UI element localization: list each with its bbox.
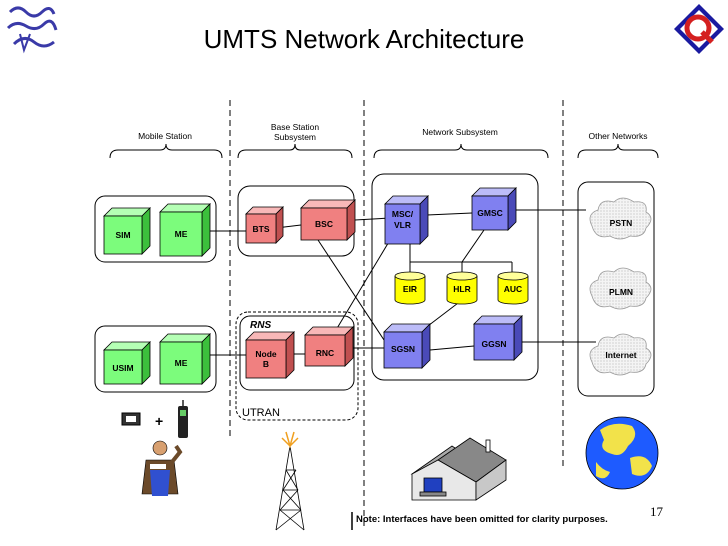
person-icon (141, 440, 183, 496)
msc-label-line1: MSC/ (391, 209, 414, 219)
plmn-label: PLMN (608, 287, 634, 297)
me-bottom-label: ME (174, 358, 188, 368)
other-networks-label: Other Networks (588, 131, 648, 141)
page-title: UMTS Network Architecture (203, 24, 525, 54)
pstn-label: PSTN (609, 218, 633, 228)
mobile-phone-icon (178, 400, 188, 438)
node-b-label-line1: Node (255, 349, 277, 359)
hlr-label: HLR (453, 284, 471, 294)
sgsn-label: SGSN (390, 344, 416, 354)
green-cubes (103, 203, 211, 385)
quality-logo (672, 2, 726, 56)
sim-label: SIM (115, 230, 131, 240)
yellow-cylinders (394, 271, 529, 305)
mobile-station-label: Mobile Station (138, 131, 192, 141)
network-subsystem-label: Network Subsystem (422, 127, 498, 137)
plus-sign: + (155, 413, 164, 429)
ggsn-label: GGSN (481, 339, 507, 349)
pink-cubes (245, 199, 356, 379)
gmsc-label: GMSC (477, 208, 503, 218)
node-b-label-line2: B (262, 359, 270, 369)
bsc-label: BSC (315, 219, 333, 229)
sim-card-icon (121, 412, 141, 426)
footnote: Note: Interfaces have been omitted for c… (356, 514, 608, 525)
rnc-label: RNC (315, 348, 335, 358)
auc-label: AUC (503, 284, 523, 294)
base-station-label-line2: Subsystem (273, 132, 317, 142)
usim-label: USIM (112, 363, 134, 373)
bts-label: BTS (252, 224, 270, 234)
page-number: 17 (650, 504, 663, 519)
organization-logo (4, 4, 58, 54)
msc-label-line2: VLR (394, 220, 411, 230)
internet-label: Internet (605, 350, 637, 360)
blue-cubes (383, 187, 523, 369)
base-station-label-line1: Base Station (270, 122, 320, 132)
eir-label: EIR (402, 284, 418, 294)
globe-icon (585, 416, 659, 490)
connections (210, 209, 596, 356)
rns-label: RNS (250, 320, 272, 331)
antenna-tower-icon (275, 431, 305, 531)
utran-label: UTRAN (242, 407, 280, 419)
clouds (589, 197, 652, 376)
me-top-label: ME (174, 229, 188, 239)
section-braces (109, 143, 659, 159)
house-icon (410, 437, 507, 501)
